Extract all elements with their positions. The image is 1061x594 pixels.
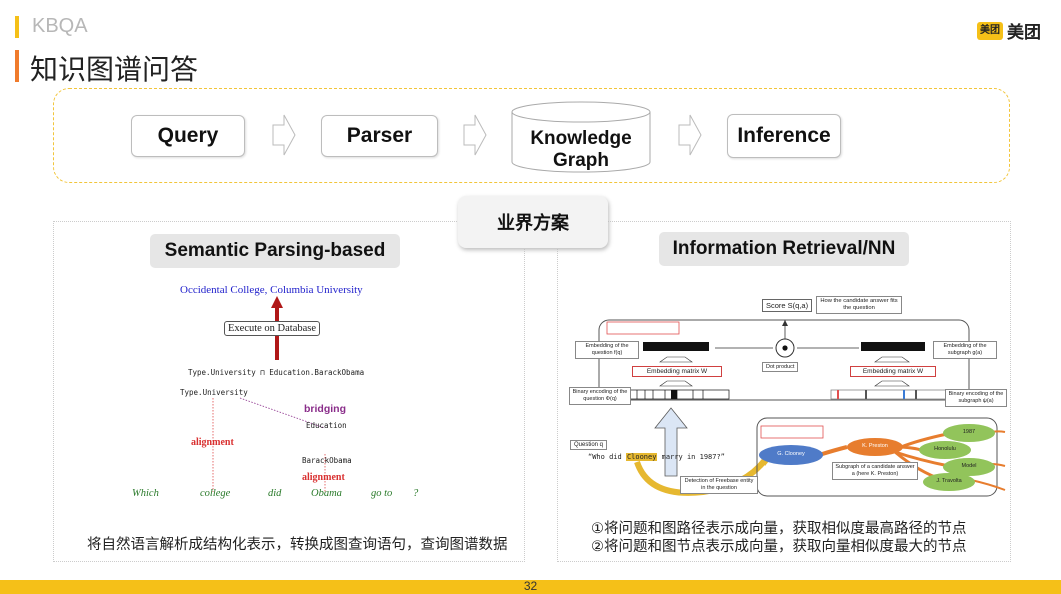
question-word: Which (132, 488, 159, 499)
question-word: Obama (311, 488, 342, 499)
entity-detection-box: Detection of Freebase entity in the ques… (680, 476, 758, 494)
information-retrieval-title: Information Retrieval/NN (659, 232, 909, 266)
logo-text: 美团 (1007, 23, 1041, 43)
question-embedding-box: Embedding of the question f(q) (575, 341, 639, 359)
embedding-matrix-left: Embedding matrix W (632, 366, 722, 377)
node-preston: K. Preston (862, 443, 888, 449)
pipeline-arrow-icon (678, 114, 702, 156)
dot-product-box: Dot product (762, 362, 799, 372)
logical-form-text: Type.University ⊓ Education.BarackObama (188, 368, 365, 377)
node-travolta: J. Travolta (936, 478, 962, 484)
page-title: 知识图谱问答 (30, 53, 199, 86)
pipeline-query-box: Query (131, 115, 245, 157)
binary-subgraph-box: Binary encoding of the subgraph ψ(a) (945, 389, 1007, 407)
answer-text: Occidental College, Columbia University (180, 284, 363, 296)
question-sentence: “Who did Clooney marry in 1987?” (588, 453, 725, 461)
score-box: Score S(q,a) (762, 299, 813, 312)
question-word: go to (371, 488, 393, 499)
question-entity: Clooney (625, 453, 658, 461)
education-text: Education (306, 421, 347, 430)
how-fits-box: How the candidate answer fits the questi… (816, 296, 902, 314)
right-caption-2: ②将问题和图节点表示成向量，获取向量相似度最大的节点 (591, 539, 967, 555)
title-accent-bar (15, 50, 19, 82)
pipeline-knowledge-graph-label: Knowledge Graph (530, 128, 632, 171)
execute-on-database-box: Execute on Database (224, 321, 321, 336)
node-1987: 1987 (962, 429, 976, 435)
section-accent-bar (15, 16, 19, 38)
node-model: Model (961, 463, 977, 469)
question-word: college (200, 488, 231, 499)
subgraph-embedding-box: Embedding of the subgraph g(a) (933, 341, 997, 359)
pipeline-inference-box: Inference (727, 114, 841, 158)
industry-solutions-label: 业界方案 (458, 196, 608, 248)
page-number: 32 (523, 579, 538, 593)
derivation-lines (212, 397, 326, 492)
semantic-parsing-title: Semantic Parsing-based (150, 234, 400, 268)
embedding-matrix-right: Embedding matrix W (850, 366, 936, 377)
pipeline-parser-box: Parser (321, 115, 438, 157)
section-label: KBQA (32, 15, 88, 37)
question-pre: “Who did (588, 453, 622, 461)
knowledge-graph-cylinder-icon (511, 101, 651, 173)
alignment-label: alignment (191, 437, 234, 448)
barackobama-text: BarackObama (302, 456, 352, 465)
left-caption: 将自然语言解析成结构化表示，转换成图查询语句，查询图谱数据 (87, 537, 508, 553)
retrieval-diagram-lines (598, 319, 1006, 497)
question-word: ? (413, 488, 419, 499)
alignment-label: alignment (302, 472, 345, 483)
footer-bar (0, 580, 1061, 594)
logo-badge: 美团 (977, 21, 1003, 40)
node-honolulu: Honolulu (934, 446, 956, 452)
question-post: marry in 1987?” (661, 453, 725, 461)
pipeline-arrow-icon (272, 114, 296, 156)
meituan-logo: 美团 美团 (977, 18, 1041, 43)
node-clooney: G. Clooney (777, 451, 805, 457)
pipeline-arrow-icon (463, 114, 487, 156)
subgraph-description-box: Subgraph of a candidate answer a (here K… (832, 462, 918, 480)
type-university-text: Type.University (180, 388, 248, 397)
bridging-label: bridging (304, 403, 346, 415)
question-word: did (268, 488, 282, 499)
left-panel (53, 221, 525, 562)
question-label: Question q (570, 440, 608, 450)
right-caption-1: ①将问题和图路径表示成向量，获取相似度最高路径的节点 (591, 521, 967, 537)
binary-question-box: Binary encoding of the question Φ(q) (569, 387, 631, 405)
pipeline-frame (53, 88, 1010, 183)
